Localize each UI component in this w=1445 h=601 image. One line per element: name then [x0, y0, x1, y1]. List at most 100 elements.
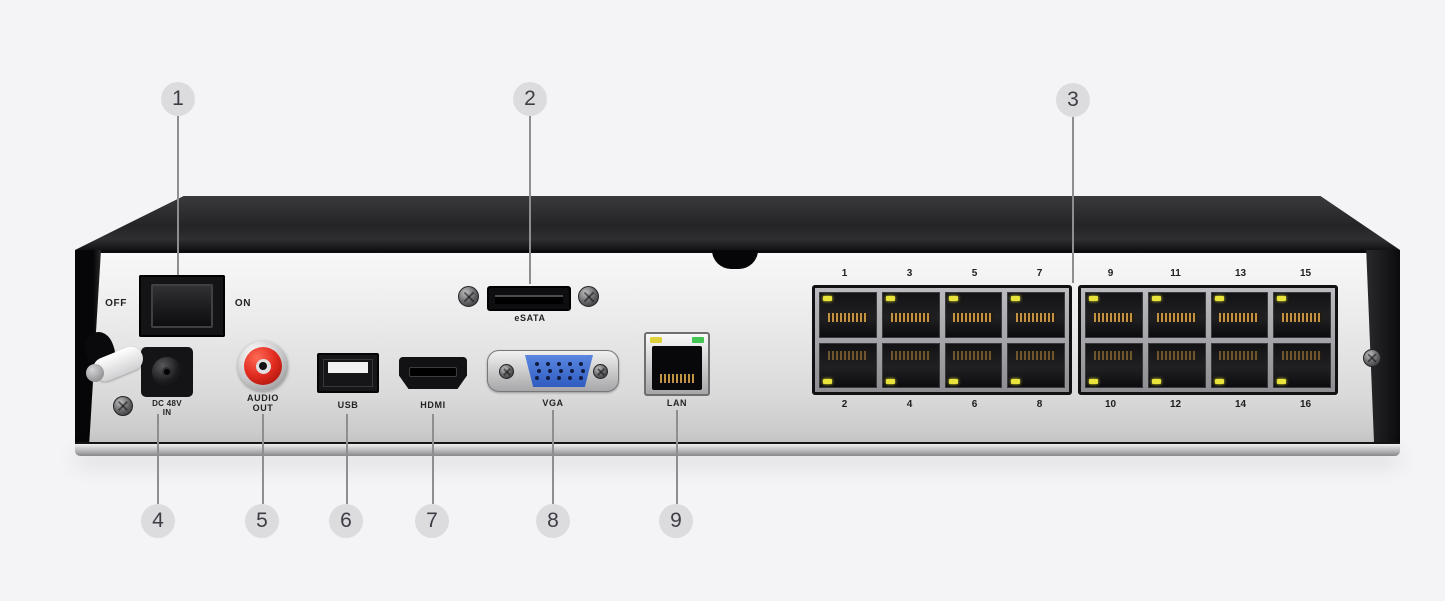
- callout-line-4: [157, 414, 159, 504]
- power-off-label: OFF: [105, 298, 127, 309]
- vga-pin-row: [525, 376, 593, 380]
- poe-pins: [890, 313, 931, 322]
- power-on-label: ON: [234, 298, 252, 309]
- dc-jack-hole: [152, 357, 182, 387]
- callout-2-esata: 2: [513, 82, 547, 116]
- callout-4-dc-in: 4: [141, 504, 175, 538]
- poe-port: [1147, 292, 1206, 338]
- lan-label: LAN: [666, 398, 688, 408]
- poe-led-icon: [1151, 296, 1161, 301]
- poe-pins: [827, 351, 868, 361]
- device-bottom-edge: [75, 442, 1400, 456]
- esata-label: eSATA: [514, 313, 546, 323]
- callout-line-3: [1072, 117, 1074, 283]
- poe-pins: [827, 313, 868, 322]
- poe-port: [1007, 342, 1065, 388]
- rca-inner-ring: [255, 358, 271, 374]
- vga-pin-row: [525, 362, 593, 366]
- poe-led-icon: [1011, 379, 1021, 384]
- poe-led-icon: [1277, 296, 1287, 301]
- callout-line-1: [177, 116, 179, 275]
- dc-label-line1: DC 48V: [152, 399, 182, 408]
- usb-label: USB: [337, 400, 359, 410]
- lan-port: [652, 346, 702, 390]
- callout-3-poe-ports: 3: [1056, 83, 1090, 117]
- hdmi-label: HDMI: [420, 400, 446, 410]
- audio-out-rca-jack: [238, 341, 288, 391]
- callout-1-power-switch: 1: [161, 82, 195, 116]
- poe-port: [1007, 292, 1065, 338]
- callout-line-9: [676, 410, 678, 504]
- audio-label-line2: OUT: [252, 403, 274, 413]
- callout-line-2: [529, 116, 531, 284]
- callout-line-7: [432, 414, 434, 504]
- poe-port: [1085, 292, 1143, 338]
- vga-port: [525, 355, 593, 387]
- usb-inner-frame: [323, 359, 373, 387]
- dc-jack-pin: [162, 367, 172, 377]
- power-switch-rocker: [151, 284, 213, 328]
- poe-port: [1273, 342, 1331, 388]
- lan-led-yellow-icon: [650, 337, 662, 343]
- callout-7-hdmi: 7: [415, 504, 449, 538]
- poe-port: [1210, 292, 1269, 338]
- rca-red-ring: [244, 347, 282, 385]
- esata-screw-left-icon: [458, 286, 479, 307]
- lan-led-green-icon: [692, 337, 704, 343]
- poe-port: [944, 342, 1003, 388]
- hdmi-slot: [409, 367, 457, 377]
- poe-port-block-2: [1078, 285, 1338, 395]
- vga-label: VGA: [542, 398, 564, 408]
- callout-8-vga: 8: [536, 504, 570, 538]
- poe-led-icon: [1214, 379, 1224, 384]
- esata-slot: [495, 295, 563, 304]
- dc-label-line2: IN: [162, 408, 172, 417]
- right-panel-screw-icon: [1363, 349, 1381, 367]
- poe-port-block-1: [812, 285, 1072, 395]
- poe-pins: [890, 351, 931, 361]
- poe-led-icon: [885, 379, 895, 384]
- poe-led-icon: [823, 379, 832, 384]
- callout-6-usb: 6: [329, 504, 363, 538]
- esata-screw-right-icon: [578, 286, 599, 307]
- lan-pins: [660, 374, 694, 383]
- poe-pins: [1016, 351, 1057, 361]
- vga-screw-right-icon: [593, 364, 608, 379]
- poe-led-icon: [1151, 379, 1161, 384]
- ground-screw-icon: [113, 396, 133, 416]
- poe-led-icon: [1277, 379, 1287, 384]
- callout-5-audio-out: 5: [245, 504, 279, 538]
- audio-label-line1: AUDIO: [247, 393, 279, 403]
- side-connector-cap: [86, 364, 104, 382]
- poe-port: [1273, 292, 1331, 338]
- poe-pins: [953, 351, 994, 361]
- poe-port: [1147, 342, 1206, 388]
- poe-pins: [1282, 351, 1323, 361]
- esata-port: [487, 286, 571, 311]
- poe-pins: [1282, 313, 1323, 322]
- poe-led-icon: [823, 296, 832, 301]
- poe-pins: [1219, 313, 1260, 322]
- poe-pins: [1219, 351, 1260, 361]
- callout-line-6: [346, 414, 348, 504]
- poe-led-icon: [1214, 296, 1224, 301]
- poe-led-icon: [885, 296, 895, 301]
- poe-port: [944, 292, 1003, 338]
- poe-port: [881, 342, 940, 388]
- callout-9-lan: 9: [659, 504, 693, 538]
- poe-pins: [1156, 351, 1197, 361]
- cable-notch: [712, 250, 758, 269]
- poe-led-icon: [1089, 296, 1098, 301]
- dc-power-jack: [141, 347, 193, 397]
- poe-led-icon: [948, 379, 958, 384]
- poe-led-icon: [1089, 379, 1098, 384]
- poe-pins: [1093, 351, 1134, 361]
- poe-port: [1210, 342, 1269, 388]
- poe-led-icon: [1011, 296, 1021, 301]
- poe-port: [881, 292, 940, 338]
